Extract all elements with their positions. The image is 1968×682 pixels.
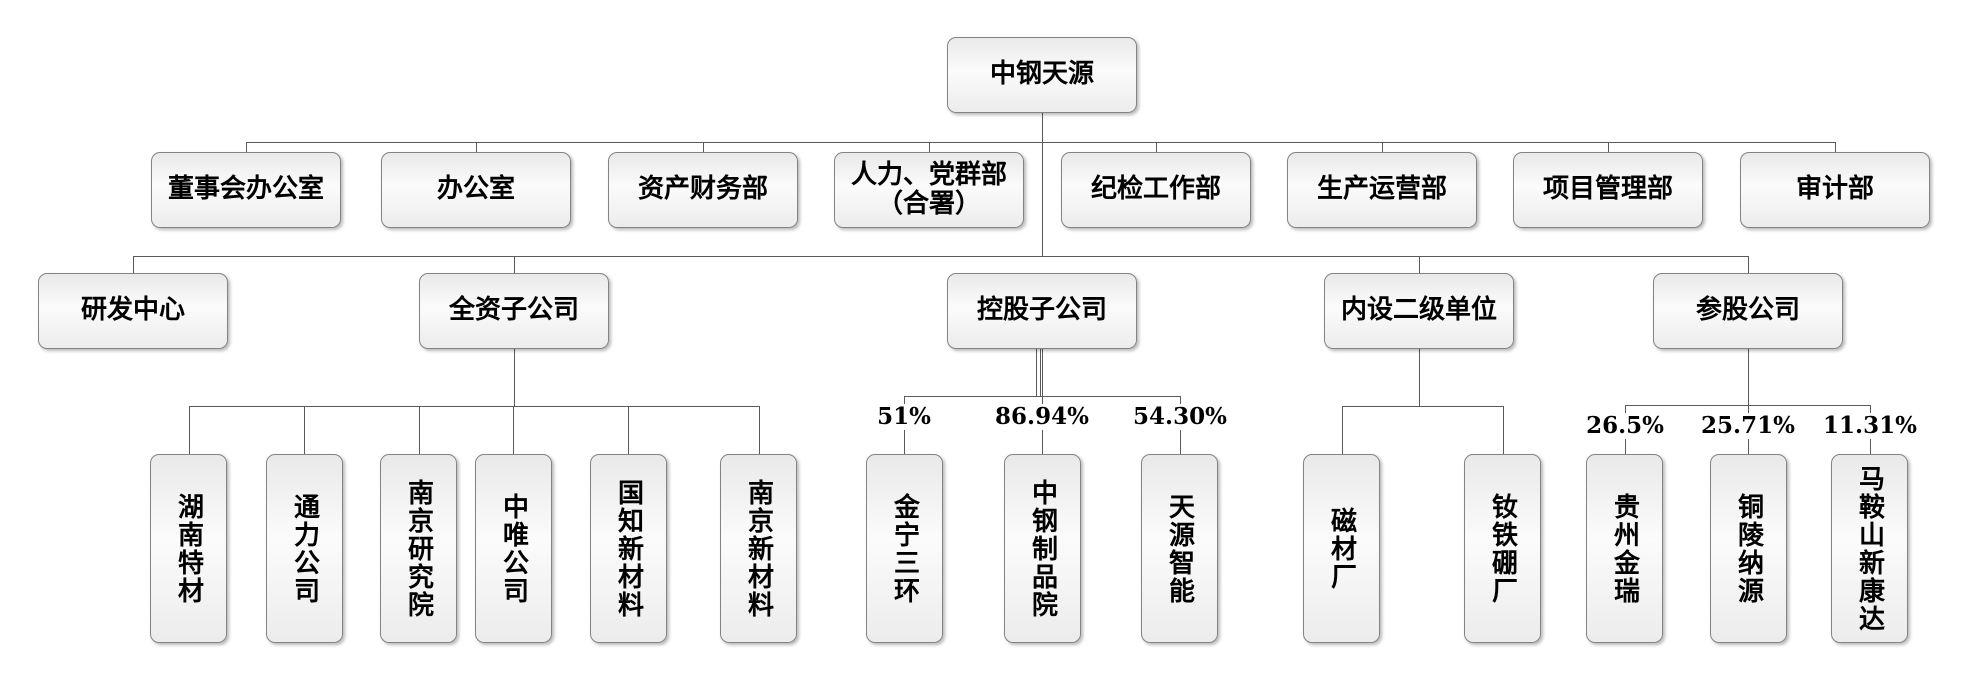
connector-category-bus (133, 256, 1749, 257)
dept-label: 生产运营部 (1316, 174, 1447, 205)
connector-wholly-owned-stub (304, 406, 305, 454)
connector-internal-bus (1342, 406, 1504, 407)
connector-wholly-owned-parent-stub (514, 349, 515, 406)
connector-equity-parent-stub (1748, 349, 1749, 405)
dept-label: 纪检工作部 (1090, 174, 1221, 205)
ownership-label: 51% (874, 404, 934, 430)
dept-project-management: 项目管理部 (1513, 152, 1703, 228)
category-holding: 控股子公司 (947, 273, 1137, 349)
category-label: 全资子公司 (448, 295, 579, 326)
dept-hr-party: 人力、党群部 （合署） (834, 152, 1024, 228)
connector-wholly-owned-stub (189, 406, 190, 454)
connector-dept-stub (1382, 142, 1383, 153)
subsidiary-hunan-tecai: 湖南特材 (150, 454, 227, 643)
unit-label: 磁材厂 (1326, 506, 1357, 591)
company-label: 贵州金瑞 (1609, 492, 1640, 605)
connector-holding-parent-double-stub (1036, 349, 1043, 396)
subsidiary-label: 湖南特材 (173, 492, 204, 605)
connector-internal-stub (1342, 406, 1343, 454)
category-label: 研发中心 (80, 295, 185, 326)
connector-dept-stub (1835, 142, 1836, 153)
subsidiary-label: 通力公司 (289, 492, 320, 605)
equity-guizhou-jinrui: 贵州金瑞 (1586, 454, 1663, 643)
dept-label: 办公室 (436, 174, 515, 205)
root-node: 中钢天源 (947, 37, 1137, 113)
category-rd-center: 研发中心 (38, 273, 228, 349)
connector-wholly-owned-stub (419, 406, 420, 454)
connector-dept-bus (246, 142, 1836, 143)
subsidiary-zhongwei: 中唯公司 (475, 454, 552, 643)
dept-discipline-inspection: 纪检工作部 (1061, 152, 1251, 228)
dept-label: 资产财务部 (637, 174, 768, 205)
connector-dept-stub (1608, 142, 1609, 153)
category-label: 控股子公司 (976, 295, 1107, 326)
connector-dept-stub (929, 142, 930, 153)
subsidiary-nanjing-research-institute: 南京研究院 (380, 454, 457, 643)
connector-dept-stub (476, 142, 477, 153)
category-label: 参股公司 (1695, 295, 1800, 326)
dept-asset-finance: 资产财务部 (608, 152, 798, 228)
ownership-label: 86.94% (992, 404, 1092, 430)
subsidiary-label: 中钢制品院 (1027, 478, 1058, 619)
holding-sinosteel-products-institute: 中钢制品院 (1004, 454, 1081, 643)
dept-label-line1: 人力、党群部 (850, 159, 1007, 190)
holding-tianyuan-intelligent: 天源智能 (1141, 454, 1218, 643)
connector-root-trunk (1042, 113, 1043, 256)
subsidiary-label: 国知新材料 (613, 478, 644, 619)
dept-audit: 审计部 (1740, 152, 1930, 228)
company-label: 铜陵纳源 (1733, 492, 1764, 605)
connector-internal-stub (1503, 406, 1504, 454)
ownership-label: 26.5% (1583, 413, 1667, 439)
connector-category-stub (514, 256, 515, 274)
subsidiary-label: 金宁三环 (889, 492, 920, 605)
dept-office: 办公室 (381, 152, 571, 228)
connector-dept-stub (1156, 142, 1157, 153)
connector-wholly-owned-stub (759, 406, 760, 454)
subsidiary-guozhi-new-material: 国知新材料 (590, 454, 667, 643)
root-node-label: 中钢天源 (989, 59, 1094, 90)
dept-label: 董事会办公室 (167, 174, 324, 205)
connector-dept-stub (703, 142, 704, 153)
unit-ndfeb-factory: 钕铁硼厂 (1464, 454, 1541, 643)
category-label: 内设二级单位 (1340, 295, 1497, 326)
connector-category-stub (1419, 256, 1420, 274)
category-wholly-owned: 全资子公司 (419, 273, 609, 349)
connector-category-stub (133, 256, 134, 274)
dept-label: 项目管理部 (1542, 174, 1673, 205)
equity-maanshan-xinkangda: 马鞍山新康达 (1831, 454, 1908, 643)
connector-wholly-owned-stub (628, 406, 629, 454)
ownership-label: 11.31% (1820, 413, 1920, 439)
connector-dept-stub (246, 142, 247, 153)
connector-internal-parent-stub (1419, 349, 1420, 406)
subsidiary-label: 南京研究院 (403, 478, 434, 619)
equity-tongling-nayuan: 铜陵纳源 (1710, 454, 1787, 643)
dept-label: 人力、党群部 （合署） (850, 159, 1007, 219)
subsidiary-nanjing-new-material: 南京新材料 (720, 454, 797, 643)
holding-jinning-sanhuan: 金宁三环 (866, 454, 943, 643)
category-equity-participation: 参股公司 (1653, 273, 1843, 349)
subsidiary-label: 中唯公司 (498, 492, 529, 605)
connector-category-stub (1748, 256, 1749, 274)
category-internal-units: 内设二级单位 (1324, 273, 1514, 349)
dept-board-office: 董事会办公室 (151, 152, 341, 228)
subsidiary-label: 南京新材料 (743, 478, 774, 619)
ownership-label: 54.30% (1130, 404, 1230, 430)
dept-label: 审计部 (1795, 174, 1874, 205)
dept-label-line2: （合署） (876, 189, 981, 219)
unit-label: 钕铁硼厂 (1487, 492, 1518, 605)
dept-production-operations: 生产运营部 (1287, 152, 1477, 228)
connector-wholly-owned-bus (189, 406, 760, 407)
unit-magnetic-materials-factory: 磁材厂 (1303, 454, 1380, 643)
company-label: 马鞍山新康达 (1854, 464, 1885, 633)
connector-wholly-owned-stub (513, 406, 514, 454)
ownership-label: 25.71% (1698, 413, 1798, 439)
subsidiary-tongli: 通力公司 (266, 454, 343, 643)
subsidiary-label: 天源智能 (1164, 492, 1195, 605)
